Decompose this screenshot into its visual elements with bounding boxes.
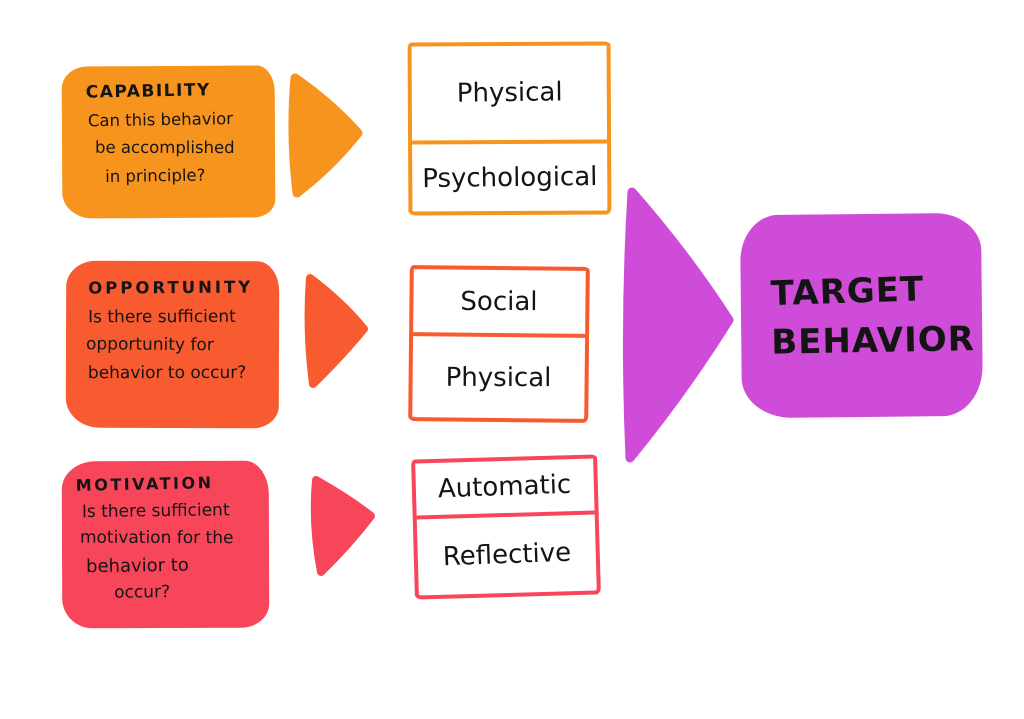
- table-row: Social: [413, 269, 586, 338]
- opportunity-question-line: behavior to occur?: [87, 362, 247, 384]
- target-behavior-label: BEHAVIOR: [770, 318, 976, 363]
- motivation-card: MOTIVATION Is there sufficient motivatio…: [61, 460, 270, 629]
- target-behavior-label: TARGET: [770, 268, 925, 314]
- table-row: Reflective: [417, 515, 597, 596]
- table-row: Physical: [411, 45, 608, 145]
- table-row: Automatic: [415, 458, 595, 520]
- capability-factors-table: Physical Psychological: [407, 41, 612, 216]
- factor-label: Physical: [456, 77, 563, 109]
- opportunity-card: OPPORTUNITY Is there sufficient opportun…: [65, 260, 280, 429]
- motivation-question-line: occur?: [114, 582, 171, 603]
- table-row: Psychological: [412, 143, 607, 211]
- target-arrow-right-icon: [622, 187, 734, 463]
- factor-label: Psychological: [422, 161, 598, 194]
- capability-question-line: Can this behavior: [87, 109, 234, 131]
- factor-label: Automatic: [437, 469, 573, 505]
- opportunity-arrow-right-icon: [304, 274, 368, 388]
- opportunity-question-line: Is there sufficient: [88, 306, 236, 328]
- factor-label: Reflective: [442, 537, 572, 573]
- motivation-question-line: Is there sufficient: [81, 500, 230, 523]
- factor-label: Social: [460, 286, 539, 317]
- opportunity-title: OPPORTUNITY: [88, 277, 254, 298]
- motivation-title: MOTIVATION: [75, 473, 214, 495]
- opportunity-question-line: opportunity for: [85, 334, 214, 356]
- capability-arrow-right-icon: [288, 73, 363, 198]
- factor-label: Physical: [445, 362, 552, 393]
- capability-question-line: be accomplished: [95, 137, 235, 158]
- capability-question-line: in principle?: [105, 165, 206, 187]
- target-behavior-card: TARGET BEHAVIOR: [739, 212, 984, 419]
- opportunity-factors-table: Social Physical: [408, 265, 590, 423]
- motivation-question-line: behavior to: [85, 554, 190, 578]
- motivation-factors-table: Automatic Reflective: [411, 454, 601, 600]
- capability-card: CAPABILITY Can this behavior be accompli…: [61, 65, 276, 219]
- capability-title: CAPABILITY: [85, 80, 211, 103]
- motivation-arrow-right-icon: [310, 476, 375, 576]
- table-row: Physical: [412, 336, 585, 419]
- motivation-question-line: motivation for the: [79, 527, 234, 549]
